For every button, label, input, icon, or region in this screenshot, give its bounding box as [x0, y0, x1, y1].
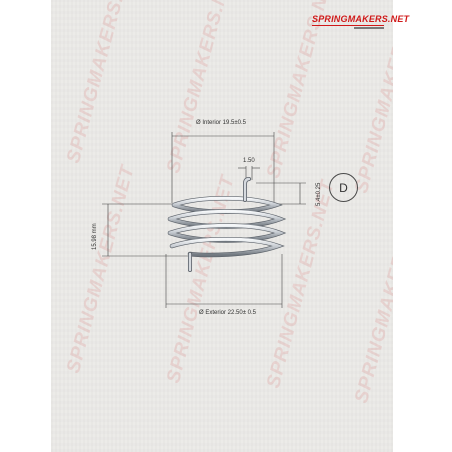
exterior-diameter-label: Ø Exterior 22.50± 0.5 — [199, 310, 256, 316]
dimension-lines — [102, 132, 306, 308]
spring-coils — [167, 177, 287, 272]
interior-diameter-label: Ø Interior 19.5±0.5 — [196, 120, 246, 126]
view-letter-badge: D — [329, 173, 358, 202]
leg-length-label: 5.4±0.25 — [316, 182, 322, 206]
brand-logo: SPRINGMAKERS.NET — [312, 14, 410, 24]
wire-thickness-label: 1.50 — [243, 158, 255, 164]
height-label: 15.98 mm — [92, 223, 98, 250]
logo-underline — [312, 25, 384, 26]
logo-underline-grey — [354, 27, 384, 29]
